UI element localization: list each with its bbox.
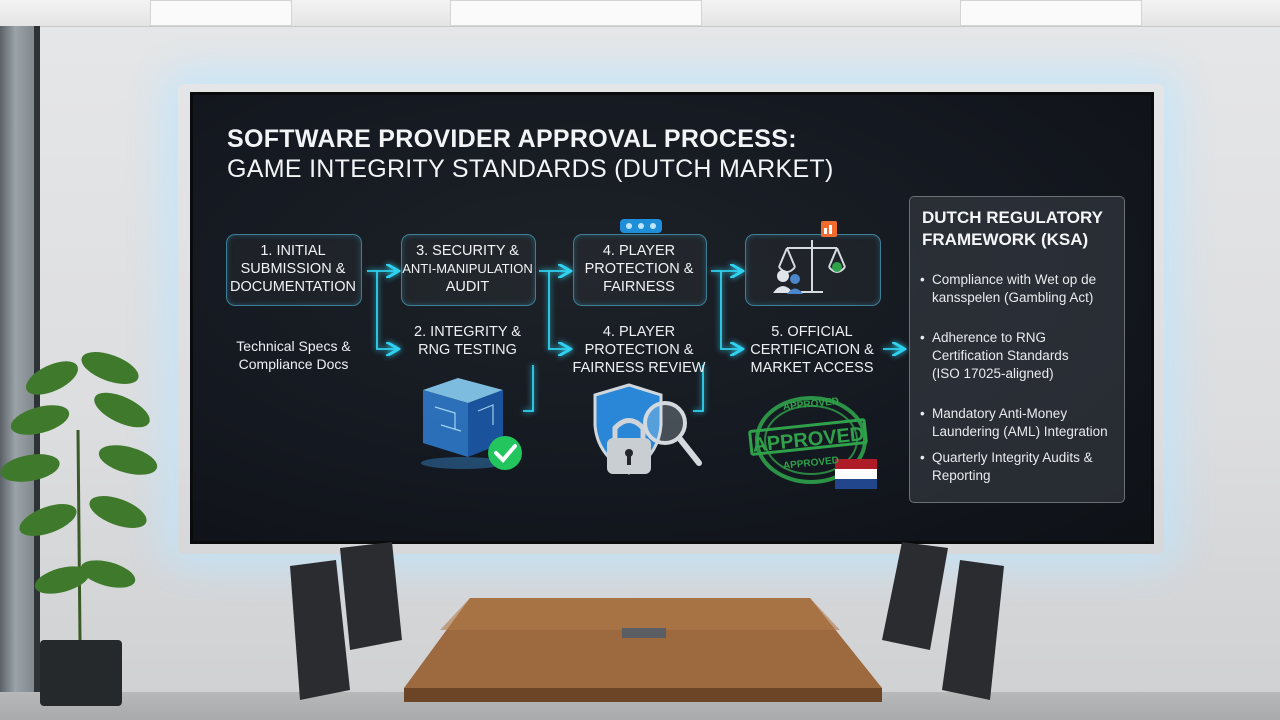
step-4-bottom-line1: 4. PLAYER bbox=[602, 324, 676, 340]
step-4-top-line1: 4. PLAYER bbox=[602, 243, 676, 259]
item-line: Adherence to RNG bbox=[932, 330, 1047, 345]
bullet: • bbox=[920, 450, 925, 465]
step-1-line3: DOCUMENTATION bbox=[230, 279, 356, 295]
chairs bbox=[290, 542, 1004, 700]
flow-connectors bbox=[367, 95, 1157, 412]
framework-title: DUTCH REGULATORY FRAMEWORK (KSA) bbox=[922, 207, 1122, 251]
framework-item: • Quarterly Integrity Audits & Reporting bbox=[920, 449, 1125, 485]
framework-title-line1: DUTCH REGULATORY bbox=[922, 208, 1104, 227]
padlock-icon bbox=[607, 418, 651, 474]
step-1-label: 1. INITIAL SUBMISSION & DOCUMENTATION bbox=[226, 242, 360, 296]
chart-badge-icon bbox=[821, 221, 837, 237]
users-icon bbox=[773, 270, 803, 294]
framework-item: • Mandatory Anti-Money Laundering (AML) I… bbox=[920, 405, 1125, 441]
step-4-bottom-line2: PROTECTION & bbox=[584, 342, 694, 358]
wall-screen: SOFTWARE PROVIDER APPROVAL PROCESS: GAME… bbox=[190, 92, 1154, 544]
step-3-label: 3. SECURITY & ANTI-MANIPULATION AUDIT bbox=[397, 242, 538, 296]
step-4-bottom-label: 4. PLAYER PROTECTION & FAIRNESS REVIEW bbox=[568, 323, 710, 377]
step-2-label: 2. INTEGRITY & RNG TESTING bbox=[401, 323, 534, 359]
flow-icons bbox=[421, 219, 877, 489]
window-frame bbox=[34, 26, 40, 706]
step-4-top-label: 4. PLAYER PROTECTION & FAIRNESS bbox=[573, 242, 705, 296]
item-line: Compliance with Wet op de bbox=[932, 272, 1097, 287]
step-4-top-box bbox=[573, 234, 707, 306]
bullet: • bbox=[920, 272, 925, 287]
step-5-line3: MARKET ACCESS bbox=[750, 360, 874, 376]
step-3-box bbox=[401, 234, 536, 306]
step-3-line3: AUDIT bbox=[445, 279, 490, 295]
caption-line2: Compliance Docs bbox=[238, 356, 349, 372]
arrow-3-to-4b bbox=[548, 271, 569, 349]
ceiling-panel bbox=[960, 0, 1142, 26]
item-line: kansspelen (Gambling Act) bbox=[932, 290, 1094, 305]
item-line: Laundering (AML) Integration bbox=[932, 424, 1108, 439]
step-1-box bbox=[226, 234, 362, 306]
item-line: Mandatory Anti-Money bbox=[932, 406, 1068, 421]
framework-item: • Adherence to RNG Certification Standard… bbox=[920, 329, 1125, 383]
slide-title-line1: SOFTWARE PROVIDER APPROVAL PROCESS: bbox=[227, 125, 797, 153]
connector-2 bbox=[523, 365, 534, 412]
framework-title-line2: FRAMEWORK (KSA) bbox=[922, 230, 1089, 249]
step-2-line2: RNG TESTING bbox=[418, 342, 517, 358]
ceiling-panel bbox=[150, 0, 292, 26]
bullet: • bbox=[920, 406, 925, 421]
item-line: Certification Standards bbox=[932, 348, 1069, 363]
magnifier-icon bbox=[643, 401, 702, 466]
framework-panel: DUTCH REGULATORY FRAMEWORK (KSA) • Compli… bbox=[909, 196, 1125, 503]
connector-4 bbox=[693, 365, 704, 412]
arrow-1-to-2 bbox=[376, 271, 397, 349]
conference-table bbox=[404, 598, 882, 702]
step-1-caption: Technical Specs & Compliance Docs bbox=[221, 337, 366, 373]
ceiling bbox=[0, 0, 1280, 27]
step-4-top-line3: FAIRNESS bbox=[603, 279, 675, 295]
step-3-line1: 3. SECURITY & bbox=[416, 243, 519, 259]
item-line: (ISO 17025-aligned) bbox=[932, 366, 1054, 381]
bullet: • bbox=[920, 330, 925, 345]
step-1-line2: SUBMISSION & bbox=[240, 261, 346, 277]
plant-icon bbox=[0, 352, 158, 706]
scale-weight-icon bbox=[832, 262, 842, 272]
window bbox=[0, 26, 38, 706]
step-1-line1: 1. INITIAL bbox=[260, 243, 326, 259]
step-2-line1: 2. INTEGRITY & bbox=[414, 324, 521, 340]
step-3-line2: ANTI-MANIPULATION bbox=[402, 261, 533, 276]
step-4-bottom-line3: FAIRNESS REVIEW bbox=[572, 360, 706, 376]
step-4-top-line2: PROTECTION & bbox=[584, 261, 694, 277]
ceiling-panel bbox=[450, 0, 702, 26]
step-5-line1: 5. OFFICIAL bbox=[771, 324, 853, 340]
caption-line1: Technical Specs & bbox=[236, 338, 351, 354]
slide-title-line2: GAME INTEGRITY STANDARDS (DUTCH MARKET) bbox=[227, 155, 834, 183]
item-line: Quarterly Integrity Audits & bbox=[932, 450, 1093, 465]
approved-stamp-icon bbox=[755, 396, 867, 484]
check-circle-icon bbox=[488, 436, 522, 470]
cloud-badge-icon bbox=[620, 219, 662, 233]
framework-item: • Compliance with Wet op de kansspelen (G… bbox=[920, 271, 1125, 307]
arrow-4-to-5b bbox=[720, 271, 741, 349]
step-5-icon-box bbox=[745, 234, 881, 306]
item-line: Reporting bbox=[932, 468, 991, 483]
dutch-flag-icon bbox=[835, 459, 877, 489]
step-5-line2: CERTIFICATION & bbox=[750, 342, 874, 358]
step-5-label: 5. OFFICIAL CERTIFICATION & MARKET ACCES… bbox=[738, 323, 886, 377]
